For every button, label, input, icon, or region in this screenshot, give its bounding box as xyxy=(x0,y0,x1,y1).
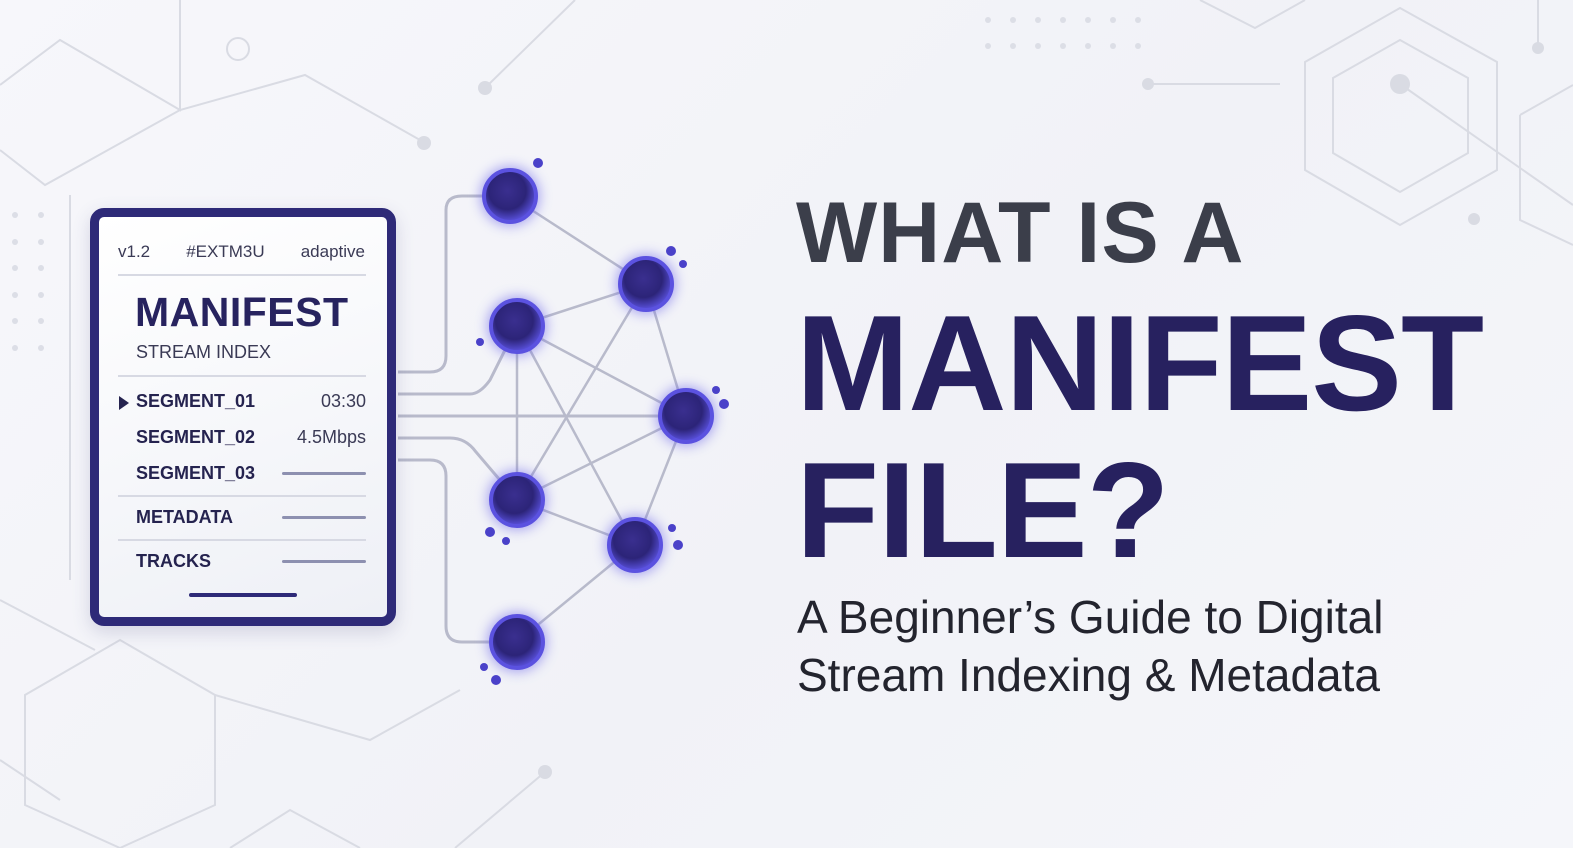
mode-label: adaptive xyxy=(300,242,365,261)
card-header: v1.2 #EXTM3U adaptive xyxy=(118,242,365,262)
node-3 xyxy=(487,296,547,356)
card-title: MANIFEST xyxy=(135,289,349,335)
segment-bitrate: 4.5Mbps xyxy=(296,427,366,447)
node-1 xyxy=(480,166,540,226)
node-4 xyxy=(656,386,716,446)
headline-line-1: WHAT IS A xyxy=(796,185,1245,281)
node-7 xyxy=(487,612,547,672)
node-particles xyxy=(476,158,729,685)
divider xyxy=(118,539,366,541)
segment-duration: 03:30 xyxy=(320,391,366,411)
metadata-row: METADATA xyxy=(136,507,366,528)
segment-row: SEGMENT_03 xyxy=(136,463,366,484)
graph-nodes xyxy=(480,166,716,672)
card-subtitle: STREAM INDEX xyxy=(136,342,272,362)
version-label: v1.2 xyxy=(118,242,151,261)
format-tag: #EXTM3U xyxy=(186,242,265,261)
card-handle-bar xyxy=(189,593,297,597)
play-icon xyxy=(119,396,129,410)
segment-row: SEGMENT_01 03:30 xyxy=(136,391,366,412)
divider xyxy=(118,375,366,377)
placeholder-bar xyxy=(282,560,366,563)
divider xyxy=(118,495,366,497)
connector-lines xyxy=(398,194,686,644)
node-6 xyxy=(605,515,665,575)
node-2 xyxy=(616,254,676,314)
segment-label: SEGMENT_02 xyxy=(136,427,256,447)
subheading-line-2: Stream Indexing & Metadata xyxy=(797,649,1380,701)
tracks-label: TRACKS xyxy=(136,551,211,571)
placeholder-bar xyxy=(282,516,366,519)
segment-row: SEGMENT_02 4.5Mbps xyxy=(136,427,366,448)
placeholder-bar xyxy=(282,472,366,475)
headline-line-2: MANIFEST xyxy=(796,287,1484,439)
tracks-row: TRACKS xyxy=(136,551,366,572)
node-5 xyxy=(487,470,547,530)
subheading-line-1: A Beginner’s Guide to Digital xyxy=(797,591,1384,643)
manifest-card: v1.2 #EXTM3U adaptive MANIFEST STREAM IN… xyxy=(90,208,396,626)
metadata-label: METADATA xyxy=(136,507,233,527)
segment-label: SEGMENT_01 xyxy=(136,391,256,411)
segment-label: SEGMENT_03 xyxy=(136,463,256,483)
headline-line-3: FILE? xyxy=(796,434,1170,586)
divider xyxy=(118,274,366,276)
